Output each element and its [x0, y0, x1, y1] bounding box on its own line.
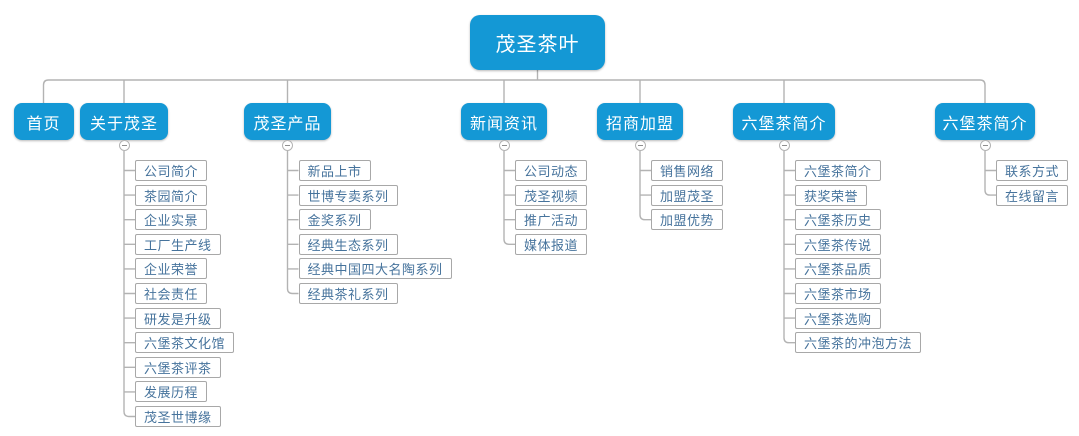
minus-glyph: [982, 145, 988, 146]
leaf-node[interactable]: 联系方式: [996, 160, 1069, 181]
leaf-node[interactable]: 六堡茶市场: [795, 283, 881, 304]
branch-node[interactable]: 招商加盟: [597, 103, 683, 140]
leaf-node[interactable]: 经典中国四大名陶系列: [298, 258, 452, 280]
leaf-node[interactable]: 六堡茶的冲泡方法: [795, 332, 922, 354]
leaf-node[interactable]: 发展历程: [135, 381, 208, 403]
leaf-node[interactable]: 六堡茶品质: [795, 258, 881, 280]
minus-glyph: [781, 145, 787, 146]
branch-node[interactable]: 关于茂圣: [80, 103, 168, 140]
leaf-node[interactable]: 在线留言: [996, 184, 1069, 206]
minus-glyph: [637, 145, 643, 146]
leaf-node[interactable]: 企业荣誉: [135, 258, 208, 280]
leaf-node[interactable]: 世博专卖系列: [298, 184, 398, 206]
leaf-node[interactable]: 公司动态: [515, 160, 588, 181]
leaf-node[interactable]: 销售网络: [651, 160, 724, 181]
leaf-node[interactable]: 茶园简介: [135, 184, 208, 206]
collapse-minus-icon[interactable]: [498, 140, 510, 151]
collapse-minus-icon[interactable]: [979, 140, 991, 151]
collapse-minus-icon[interactable]: [634, 140, 646, 151]
leaf-node[interactable]: 加盟优势: [651, 209, 724, 231]
leaf-node[interactable]: 研发是升级: [135, 307, 221, 329]
leaf-node[interactable]: 获奖荣誉: [795, 184, 868, 206]
leaf-node[interactable]: 媒体报道: [515, 233, 588, 255]
leaf-node[interactable]: 六堡茶简介: [795, 160, 881, 181]
branch-node[interactable]: 首页: [13, 103, 74, 140]
leaf-node[interactable]: 工厂生产线: [135, 233, 221, 255]
leaf-node[interactable]: 金奖系列: [298, 209, 371, 231]
leaf-node[interactable]: 企业实景: [135, 209, 208, 231]
leaf-node[interactable]: 茂圣世博缘: [135, 406, 221, 427]
leaf-node[interactable]: 加盟茂圣: [651, 184, 724, 206]
connector-path: [42, 70, 996, 418]
branch-node[interactable]: 新闻资讯: [461, 103, 547, 140]
collapse-minus-icon[interactable]: [282, 140, 293, 151]
collapse-minus-icon[interactable]: [778, 140, 790, 151]
minus-glyph: [121, 145, 127, 146]
minus-glyph: [285, 145, 290, 146]
leaf-node[interactable]: 六堡茶选购: [795, 307, 881, 329]
leaf-node[interactable]: 茂圣视频: [515, 184, 588, 206]
minus-glyph: [501, 145, 507, 146]
branch-node[interactable]: 六堡茶简介: [935, 103, 1035, 140]
leaf-node[interactable]: 公司简介: [135, 160, 208, 181]
leaf-node[interactable]: 推广活动: [515, 209, 588, 231]
leaf-node[interactable]: 六堡茶评茶: [135, 356, 221, 378]
leaf-node[interactable]: 社会责任: [135, 283, 208, 304]
root-node[interactable]: 茂圣茶叶: [470, 15, 605, 70]
leaf-node[interactable]: 六堡茶历史: [795, 209, 881, 231]
collapse-minus-icon[interactable]: [118, 140, 130, 151]
leaf-node[interactable]: 经典生态系列: [298, 233, 398, 255]
leaf-node[interactable]: 六堡茶传说: [795, 233, 881, 255]
branch-node[interactable]: 茂圣产品: [244, 103, 331, 140]
leaf-node[interactable]: 六堡茶文化馆: [135, 332, 235, 354]
branch-node[interactable]: 六堡茶简介: [733, 103, 835, 140]
leaf-node[interactable]: 新品上市: [298, 160, 371, 181]
leaf-node[interactable]: 经典茶礼系列: [298, 283, 398, 304]
